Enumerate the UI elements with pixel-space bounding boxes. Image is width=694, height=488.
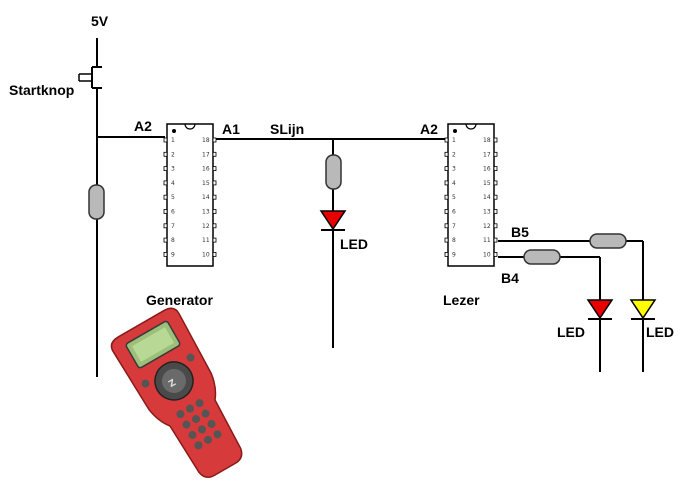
generator-pin-label: 12 xyxy=(202,223,210,230)
reader-pin-label: 5 xyxy=(452,194,456,201)
reader-pin-label: 17 xyxy=(483,151,491,158)
reader-pin-label: 8 xyxy=(452,237,456,244)
reader-input-label: A2 xyxy=(420,121,438,137)
reader-b4-label: B4 xyxy=(501,270,519,286)
generator-pin-label: 13 xyxy=(202,209,210,216)
reader-pin-label: 16 xyxy=(483,166,491,173)
generator-pin-7 xyxy=(163,223,168,229)
reader-pin-label: 3 xyxy=(452,166,456,173)
reader-pin-7 xyxy=(444,223,449,229)
handheld-controller-icon: Z xyxy=(110,307,243,478)
reader-name-label: Lezer xyxy=(443,292,480,308)
reader-pin-15 xyxy=(493,180,498,186)
generator-pin-16 xyxy=(212,166,217,172)
reader-pin-2 xyxy=(444,151,449,157)
generator-pin-18 xyxy=(212,137,217,143)
reader-pin-3 xyxy=(444,166,449,172)
generator-pin-label: 2 xyxy=(171,151,175,158)
reader-pin-1 xyxy=(444,137,449,143)
signal-line-label: SLijn xyxy=(270,121,304,137)
reader-pin-5 xyxy=(444,194,449,200)
generator-pin-2 xyxy=(163,151,168,157)
reader-pin-10 xyxy=(493,251,498,257)
generator-pin-label: 1 xyxy=(171,137,175,144)
yellow-led-label: LED xyxy=(646,324,674,340)
generator-pin-label: 14 xyxy=(202,194,210,201)
reader-pin-18 xyxy=(493,137,498,143)
reader-pin-8 xyxy=(444,237,449,243)
generator-pin-4 xyxy=(163,180,168,186)
reader-pin-label: 6 xyxy=(452,209,456,216)
generator-pin-label: 17 xyxy=(202,151,210,158)
middle-led xyxy=(319,210,347,231)
generator-pin-13 xyxy=(212,209,217,214)
generator-name-label: Generator xyxy=(146,292,213,308)
reader-pin-label: 11 xyxy=(483,237,491,244)
supply-label: 5V xyxy=(91,13,109,29)
generator-pin-10 xyxy=(212,251,217,257)
reader-pin-4 xyxy=(444,180,449,186)
generator-input-label: A2 xyxy=(134,118,152,134)
start-button-symbol[interactable] xyxy=(78,66,102,89)
generator-pin-15 xyxy=(212,180,217,186)
generator-pin-label: 11 xyxy=(202,237,210,244)
reader-pin-17 xyxy=(493,151,498,157)
generator-pin-label: 4 xyxy=(171,180,175,187)
reader-pin-13 xyxy=(493,209,498,214)
reader-pin-12 xyxy=(493,223,498,229)
reader-pin-label: 13 xyxy=(483,209,491,216)
generator-pin-label: 3 xyxy=(171,166,175,173)
generator-pin-17 xyxy=(212,151,217,157)
generator-output-label: A1 xyxy=(222,121,240,137)
generator-pin-8 xyxy=(163,237,168,243)
generator-pin-label: 16 xyxy=(202,166,210,173)
generator-pin-label: 8 xyxy=(171,237,175,244)
generator-pin-label: 18 xyxy=(202,137,210,144)
reader-pin-16 xyxy=(493,166,498,172)
generator-pin-label: 7 xyxy=(171,223,175,230)
reader-pin-label: 14 xyxy=(483,194,491,201)
generator-pin-6 xyxy=(163,209,168,214)
generator-pin-1 xyxy=(163,137,168,143)
b5-resistor xyxy=(589,233,627,249)
generator-pin-5 xyxy=(163,194,168,200)
generator-pin-label: 9 xyxy=(171,251,175,258)
reader-pin-label: 2 xyxy=(452,151,456,158)
reader-pin-label: 12 xyxy=(483,223,491,230)
left-resistor xyxy=(88,184,105,220)
generator-pin-label: 15 xyxy=(202,180,210,187)
reader-pin-label: 7 xyxy=(452,223,456,230)
reader-pin-label: 18 xyxy=(483,137,491,144)
reader-pin-label: 10 xyxy=(483,251,491,258)
generator-pin-3 xyxy=(163,166,168,172)
generator-pin-label: 5 xyxy=(171,194,175,201)
reader-pin-label: 1 xyxy=(452,137,456,144)
reader-b5-label: B5 xyxy=(511,224,529,240)
reader-pin-label: 4 xyxy=(452,180,456,187)
generator-pin-9 xyxy=(163,251,168,257)
svg-text:Z: Z xyxy=(167,378,178,390)
generator-pin-label: 10 xyxy=(202,251,210,258)
generator-pin-11 xyxy=(212,237,217,243)
b4-resistor xyxy=(523,249,561,265)
reader-pin-6 xyxy=(444,209,449,214)
generator-pin-12 xyxy=(212,223,217,229)
reader-pin-label: 15 xyxy=(483,180,491,187)
red-led xyxy=(586,299,614,320)
reader-pin-11 xyxy=(493,237,498,243)
start-button-label: Startknop xyxy=(9,82,74,98)
generator-pin-14 xyxy=(212,194,217,200)
yellow-led xyxy=(629,299,657,320)
middle-led-label: LED xyxy=(340,236,368,252)
generator-pin-label: 6 xyxy=(171,209,175,216)
reader-pin-label: 9 xyxy=(452,251,456,258)
reader-pin-9 xyxy=(444,251,449,257)
middle-resistor xyxy=(325,154,342,190)
red-led-label: LED xyxy=(557,324,585,340)
reader-pin-14 xyxy=(493,194,498,200)
